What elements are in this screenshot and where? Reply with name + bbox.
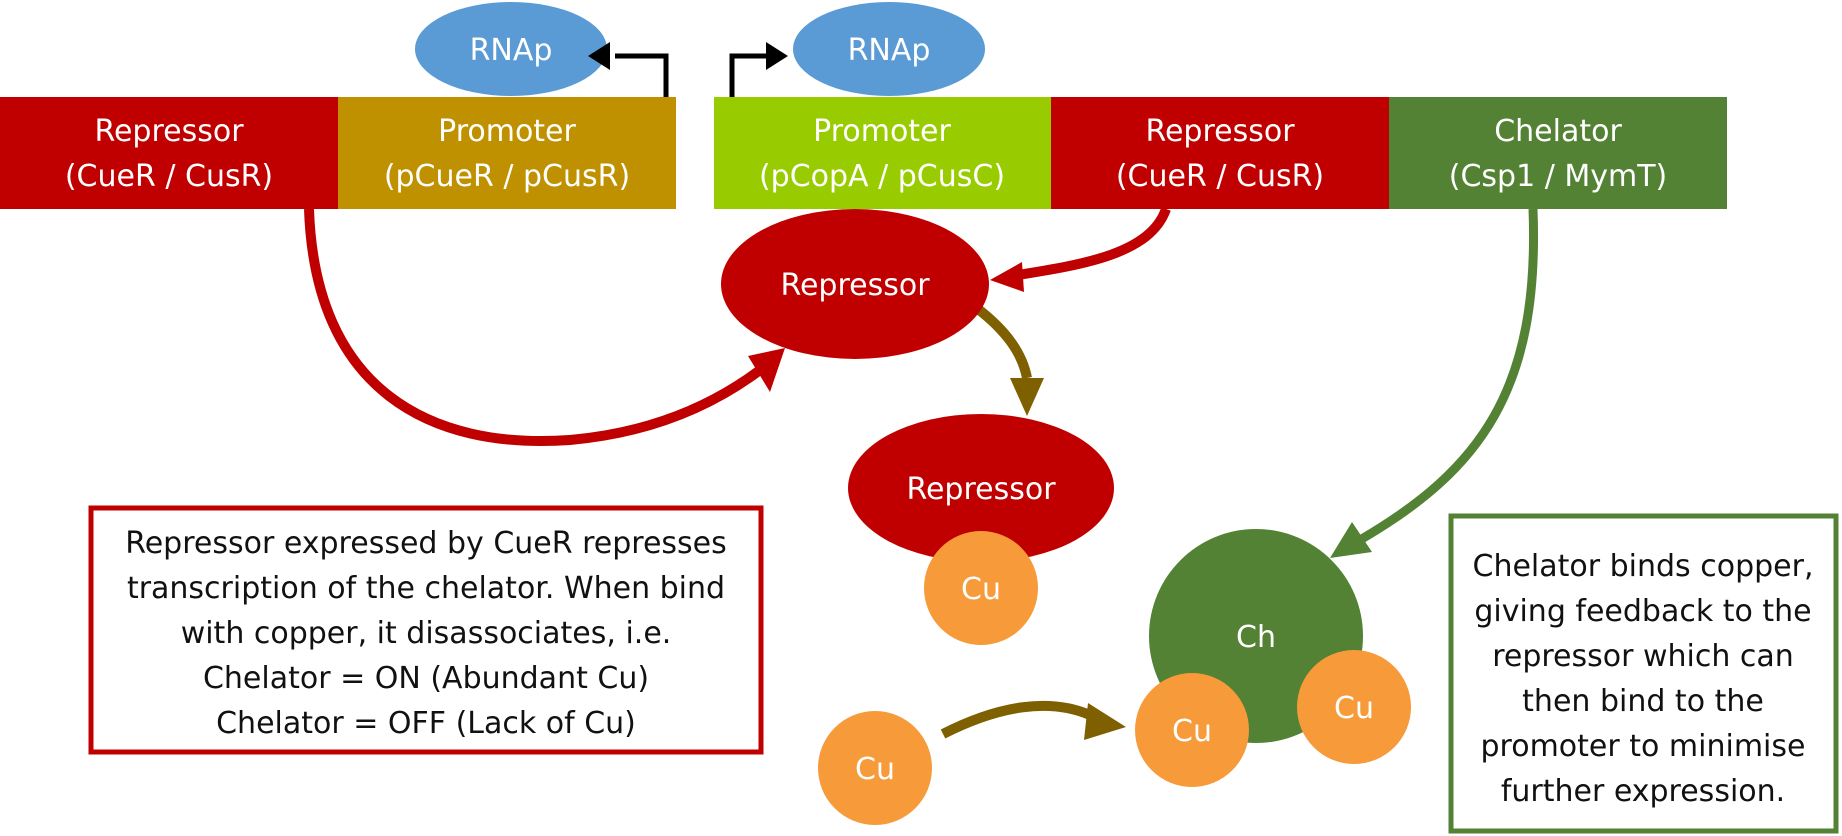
repressor-explanation-line-5: Chelator = OFF (Lack of Cu)	[216, 706, 636, 741]
gene-bar-right: Promoter (pCopA / pCusC) Repressor (CueR…	[714, 97, 1727, 209]
arrowhead-right	[766, 42, 788, 70]
arrowhead-left	[588, 42, 610, 70]
promoter-right	[714, 97, 1051, 209]
promoter-left-title: Promoter	[438, 114, 576, 149]
repressor-explanation-note: Repressor expressed by CueR represses tr…	[88, 505, 764, 755]
repressor-copper-binding-arrowhead	[1010, 378, 1044, 416]
expression-arrow-chelator	[1357, 208, 1539, 544]
expression-arrowhead-right-repressor	[990, 262, 1024, 292]
repressor-protein-label: Repressor	[780, 268, 930, 303]
transcription-start-arrow-left	[615, 53, 669, 97]
expression-arrow-left-repressor	[304, 208, 763, 446]
repressor-copper-complex	[848, 414, 1114, 562]
chelator-gene-subtitle: (Csp1 / MymT)	[1449, 159, 1667, 194]
chelator-explanation-line-5: promoter to minimise	[1481, 729, 1806, 764]
chelator-gene	[1389, 97, 1727, 209]
chelator-explanation-line-1: Chelator binds copper,	[1473, 549, 1814, 584]
promoter-right-title: Promoter	[813, 114, 951, 149]
expression-arrowhead-chelator	[1330, 522, 1372, 558]
repressor-explanation-line-2: transcription of the chelator. When bind	[127, 571, 725, 606]
gene-bar-left: Repressor (CueR / CusR) Promoter (pCueR …	[0, 97, 676, 209]
copper-bound-to-chelator-1-label: Cu	[1172, 714, 1212, 749]
copper-bound-to-chelator-2-label: Cu	[1334, 691, 1374, 726]
repressor-gene-left	[0, 97, 338, 209]
repressor-copper-binding-arrow	[974, 305, 1032, 380]
chelator-explanation-note: Chelator binds copper, giving feedback t…	[1448, 513, 1839, 834]
chelator-explanation-line-2: giving feedback to the	[1474, 594, 1811, 629]
free-copper	[818, 711, 932, 825]
rnap-left	[415, 2, 607, 96]
chelator-gene-title: Chelator	[1494, 114, 1622, 149]
repressor-copper-complex-label: Repressor	[906, 472, 1056, 507]
rnap-left-label: RNAp	[470, 33, 553, 68]
expression-arrowhead-left-repressor	[748, 348, 785, 392]
chelator-explanation-line-3: repressor which can	[1492, 639, 1794, 674]
copper-bound-to-chelator-2	[1297, 650, 1411, 764]
transcription-start-arrow-right	[729, 53, 768, 97]
chelator-explanation-line-6: further expression.	[1501, 774, 1785, 809]
repressor-gene-left-title: Repressor	[94, 114, 244, 149]
repressor-explanation-line-1: Repressor expressed by CueR represses	[125, 526, 727, 561]
copper-bound-to-chelator-1	[1135, 673, 1249, 787]
repressor-gene-right	[1051, 97, 1389, 209]
copper-bound-to-repressor-label: Cu	[961, 572, 1001, 607]
chelator-copper-binding-arrowhead	[1084, 703, 1126, 740]
rnap-right	[793, 2, 985, 96]
free-copper-label: Cu	[855, 752, 895, 787]
repressor-explanation-line-4: Chelator = ON (Abundant Cu)	[203, 661, 649, 696]
chelator-explanation-border	[1448, 513, 1839, 834]
repressor-explanation-border	[88, 505, 764, 755]
repressor-gene-right-subtitle: (CueR / CusR)	[1116, 159, 1324, 194]
expression-arrow-right-repressor	[1011, 207, 1171, 281]
chelator-protein-label: Ch	[1236, 620, 1276, 655]
promoter-right-subtitle: (pCopA / pCusC)	[759, 159, 1005, 194]
repressor-protein	[721, 209, 989, 359]
copper-bound-to-repressor	[924, 531, 1038, 645]
chelator-explanation-line-4: then bind to the	[1522, 684, 1764, 719]
promoter-left	[338, 97, 676, 209]
repressor-gene-left-subtitle: (CueR / CusR)	[65, 159, 273, 194]
rnap-right-label: RNAp	[848, 33, 931, 68]
repressor-explanation-line-3: with copper, it disassociates, i.e.	[181, 616, 672, 651]
promoter-left-subtitle: (pCueR / pCusR)	[384, 159, 630, 194]
repressor-gene-right-title: Repressor	[1145, 114, 1295, 149]
chelator-copper-binding-arrow	[940, 700, 1092, 739]
